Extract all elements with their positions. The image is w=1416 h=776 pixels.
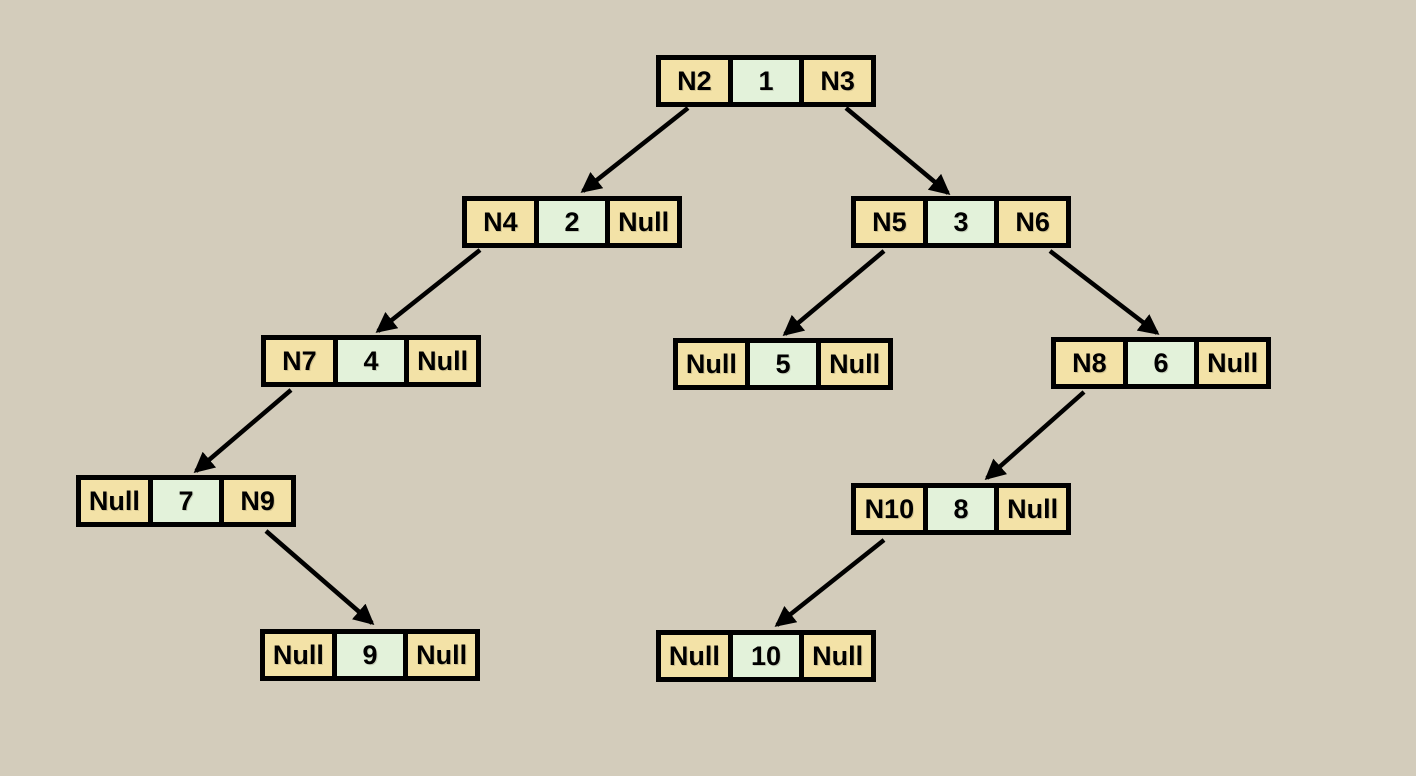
edge-node-8-left-to-node-10 [774,538,886,627]
pointer-cell-right: Null [408,634,476,676]
pointer-cell-left: Null [81,480,148,522]
edge-node-3-right-to-node-6 [1048,249,1160,335]
pointer-cell-left: N5 [856,201,923,243]
pointer-cell-right: Null [610,201,678,243]
pointer-cell-right: N9 [224,480,292,522]
pointer-cell-left: N8 [1056,342,1123,384]
value-cell: 10 [732,635,800,677]
edge-node-6-left-to-node-8 [984,390,1086,481]
pointer-cell-left: Null [678,343,745,385]
pointer-cell-left: Null [265,634,332,676]
pointer-cell-right: N6 [999,201,1067,243]
pointer-cell-left: Null [661,635,728,677]
pointer-cell-left: N4 [467,201,534,243]
pointer-cell-left: N2 [661,60,728,102]
value-cell: 8 [927,488,995,530]
pointer-cell-left: N10 [856,488,923,530]
pointer-cell-right: Null [804,635,872,677]
edge-node-3-left-to-node-5 [782,249,886,336]
value-cell: 4 [337,340,405,382]
edge-node-1-right-to-node-3 [844,106,951,195]
value-cell: 2 [538,201,606,243]
pointer-cell-right: N3 [804,60,872,102]
value-cell: 5 [749,343,817,385]
pointer-cell-left: N7 [266,340,333,382]
edge-node-4-left-to-node-7 [193,388,293,474]
value-cell: 6 [1127,342,1195,384]
value-cell: 3 [927,201,995,243]
pointer-cell-right: Null [1199,342,1267,384]
pointer-cell-right: Null [409,340,477,382]
edge-node-2-left-to-node-4 [375,248,482,333]
value-cell: 1 [732,60,800,102]
value-cell: 9 [336,634,404,676]
value-cell: 7 [152,480,220,522]
pointer-cell-right: Null [821,343,889,385]
pointer-cell-right: Null [999,488,1067,530]
edge-node-1-left-to-node-2 [580,106,690,193]
edge-node-7-right-to-node-9 [264,529,375,626]
